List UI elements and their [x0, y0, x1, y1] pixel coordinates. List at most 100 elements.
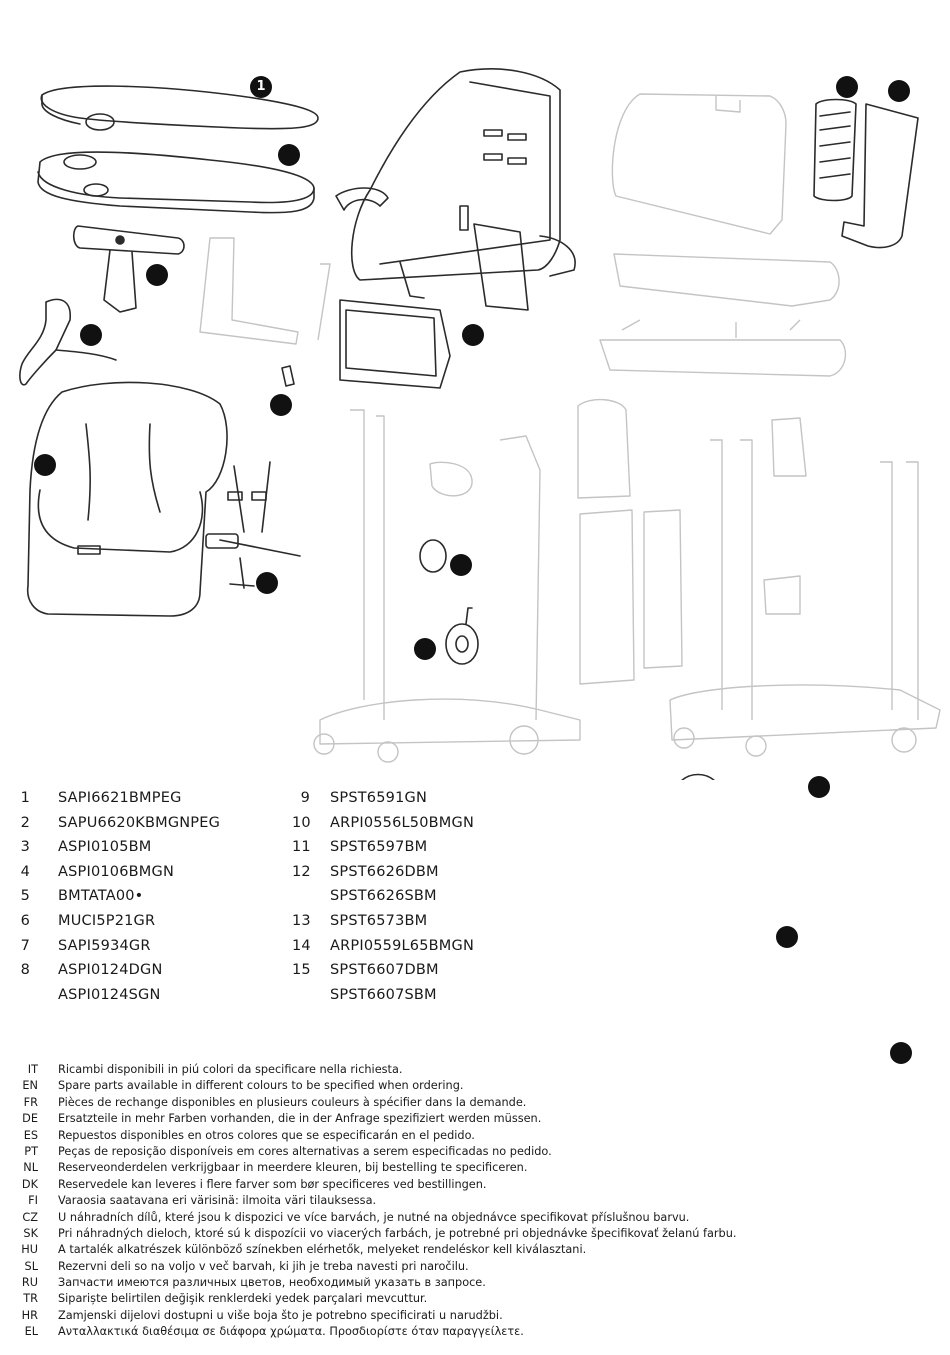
- part-number: 14: [292, 937, 311, 954]
- part-number: 11: [292, 839, 311, 856]
- parts-row: 2 SAPU6620KBMGNPEG: [18, 811, 278, 836]
- note-text: Rezervni deli so na voljo v več barvah, …: [58, 1259, 469, 1273]
- seat-cushion-part: [26, 381, 228, 617]
- part-code: SPST6626DBM: [330, 863, 439, 880]
- ghost-backrest: [611, 93, 787, 235]
- callout-badge: [270, 394, 292, 416]
- note-text: A tartalék alkatrészek különböző színekb…: [58, 1243, 587, 1257]
- note-text: Peças de reposição disponíveis em cores …: [58, 1144, 552, 1158]
- callout-1-badge: 1: [250, 76, 272, 98]
- callout-badge: [462, 324, 484, 346]
- part-number: 12: [292, 863, 311, 880]
- ghost-seat-shell: [599, 253, 847, 377]
- parts-row: 6 MUCI5P21GR: [18, 909, 278, 934]
- part-number: 7: [20, 937, 30, 954]
- crotch-bar-part: [72, 225, 185, 313]
- note-text: Repuestos disponibles en otros colores q…: [58, 1128, 475, 1142]
- callout-badge: [890, 1042, 912, 1064]
- mesh-panel-part: [813, 98, 857, 202]
- note-lang: CZ: [22, 1210, 38, 1224]
- note-lang: SK: [23, 1226, 38, 1240]
- frame-panel-part: [841, 103, 919, 249]
- note-text: Spare parts available in different colou…: [58, 1079, 464, 1093]
- part-number: 15: [292, 962, 311, 979]
- parts-row: 13 SPST6573BM: [292, 909, 512, 934]
- callout-badge: [414, 638, 436, 660]
- part-code: ASPI0124SGN: [58, 986, 161, 1003]
- note-lang: NL: [23, 1161, 38, 1175]
- callout-badge: [278, 144, 300, 166]
- callout-badge: [34, 454, 56, 476]
- part-number: 13: [292, 912, 311, 929]
- part-number: 1: [20, 790, 30, 806]
- parts-row: 12 SPST6626DBM: [292, 860, 512, 885]
- part-code: ARPI0556L50BMGN: [330, 814, 474, 831]
- callout-badge: [256, 572, 278, 594]
- tray-top-part: [40, 85, 319, 131]
- parts-row: ASPI0124SGN: [18, 983, 278, 1008]
- note-text: Ανταλλακτικά διαθέσιμα σε διάφορα χρώματ…: [58, 1325, 524, 1339]
- callout-badge: [80, 324, 102, 346]
- note-lang: HU: [21, 1243, 38, 1257]
- callout-badge: [450, 554, 472, 576]
- note-text: Zamjenski dijelovi dostupni u više boja …: [58, 1308, 503, 1322]
- note-text: Reservedele kan leveres i flere farver s…: [58, 1177, 487, 1191]
- note-lang: EN: [22, 1079, 38, 1093]
- callout-badge: [836, 76, 858, 98]
- note-lang: ES: [23, 1128, 38, 1142]
- part-number: 3: [20, 839, 30, 856]
- small-fitting-part: [281, 365, 295, 387]
- parts-row: 7 SAPI5934GR: [18, 934, 278, 959]
- wheel-part: [445, 607, 479, 665]
- part-code: MUCI5P21GR: [58, 912, 156, 929]
- note-text: Varaosia saatavana eri värisinä: ilmoita…: [58, 1194, 377, 1208]
- part-code: ASPI0106BMGN: [58, 863, 174, 880]
- part-code: SAPI5934GR: [58, 937, 151, 954]
- harness-part: [205, 461, 301, 589]
- note-lang: SL: [24, 1259, 38, 1273]
- note-lang: HR: [21, 1308, 38, 1322]
- note-lang: FI: [28, 1194, 38, 1208]
- parts-row: 8 ASPI0124DGN: [18, 958, 278, 983]
- parts-row: SPST6607SBM: [292, 983, 512, 1008]
- note-lang: IT: [27, 1063, 38, 1076]
- part-number: 9: [300, 790, 310, 806]
- main-chair-part: [335, 68, 576, 389]
- part-code: SPST6607SBM: [330, 986, 437, 1003]
- part-code: ASPI0124DGN: [58, 962, 163, 979]
- ghost-middle-parts: [429, 399, 683, 685]
- note-text: Ersatzteile in mehr Farben vorhanden, di…: [58, 1112, 542, 1126]
- parts-row: 14 ARPI0559L65BMGN: [292, 934, 512, 959]
- part-code: SPST6591GN: [330, 790, 427, 806]
- note-lang: DK: [21, 1177, 38, 1191]
- part-code: BMTATA00•: [58, 888, 144, 905]
- part-code: ARPI0559L65BMGN: [330, 937, 474, 954]
- tray-part: [37, 151, 315, 214]
- note-text: Reserveonderdelen verkrijgbaar in meerde…: [58, 1161, 528, 1175]
- part-number: 6: [20, 912, 30, 929]
- disc-part: [419, 539, 447, 573]
- parts-row: 5 BMTATA00•: [18, 884, 278, 909]
- part-code: SAPU6620KBMGNPEG: [58, 814, 221, 831]
- part-number: 2: [20, 814, 30, 831]
- parts-row: 1 SAPI6621BMPEG: [18, 786, 278, 811]
- part-code: SPST6573BM: [330, 912, 428, 929]
- part-code: SAPI6621BMPEG: [58, 790, 182, 806]
- note-lang: RU: [21, 1276, 38, 1290]
- note-lang: EL: [24, 1325, 38, 1339]
- part-code: SPST6607DBM: [330, 962, 439, 979]
- part-number: 5: [20, 888, 30, 905]
- parts-row: 15 SPST6607DBM: [292, 958, 512, 983]
- parts-row: 9 SPST6591GN: [292, 786, 512, 811]
- part-number: 8: [20, 962, 30, 979]
- parts-row: SPST6626SBM: [292, 884, 512, 909]
- callout-badge: [776, 926, 798, 948]
- note-text: Запчасти имеются различных цветов, необх…: [58, 1276, 486, 1290]
- base-frame-part: [681, 773, 715, 780]
